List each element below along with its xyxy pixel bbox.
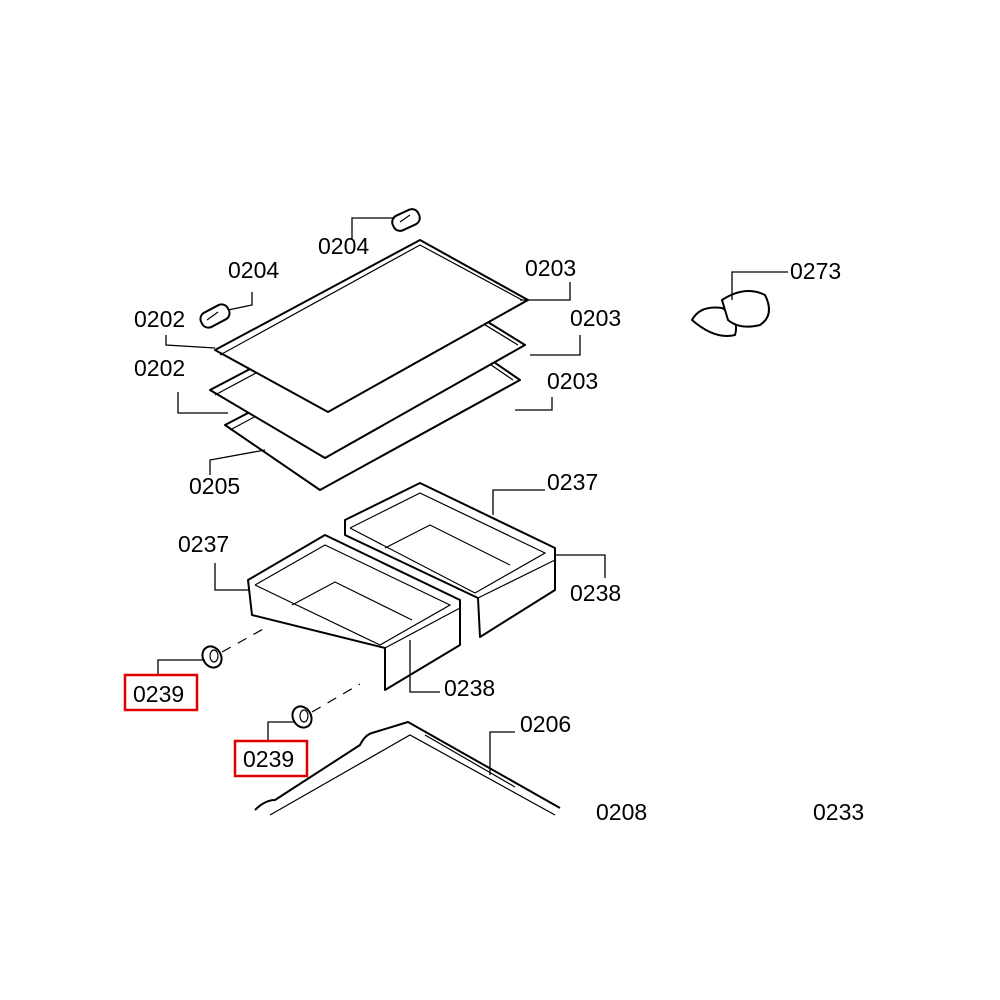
highlight-box-roller-left — [123, 673, 199, 712]
label-0239-left[interactable]: 0239 — [133, 681, 184, 707]
clip-part-icon — [691, 290, 770, 337]
label-0203-low: 0203 — [547, 368, 598, 394]
leader-lines — [157, 217, 788, 775]
label-0238-right: 0238 — [570, 580, 621, 606]
label-0204-left: 0204 — [228, 257, 279, 283]
label-0239-right[interactable]: 0239 — [243, 746, 294, 772]
label-0206: 0206 — [520, 711, 571, 737]
label-0205: 0205 — [189, 473, 240, 499]
highlight-box-roller-right — [233, 739, 309, 778]
label-0238-left: 0238 — [444, 675, 495, 701]
roller-right-icon — [291, 705, 313, 729]
roller-left-axis — [221, 627, 266, 653]
drawer-right-part — [344, 482, 556, 638]
drawer-left-part — [247, 534, 461, 691]
crop-mask — [0, 828, 1000, 1000]
label-0202-top: 0202 — [134, 306, 185, 332]
label-0237-left: 0237 — [178, 531, 229, 557]
shelf-support-top-icon — [391, 208, 421, 232]
label-0233-cropped: 0233 — [813, 799, 864, 825]
roller-left-icon — [201, 645, 223, 669]
label-0208-cropped: 0208 — [596, 799, 647, 825]
label-0203-mid: 0203 — [570, 305, 621, 331]
label-0237-right: 0237 — [547, 469, 598, 495]
shelf-support-left-icon — [199, 303, 231, 329]
label-0204-top: 0204 — [318, 233, 369, 259]
cover-part — [254, 721, 561, 816]
label-0273: 0273 — [790, 258, 841, 284]
label-0203-top: 0203 — [525, 255, 576, 281]
label-0202-mid: 0202 — [134, 355, 185, 381]
roller-right-axis — [311, 683, 361, 713]
